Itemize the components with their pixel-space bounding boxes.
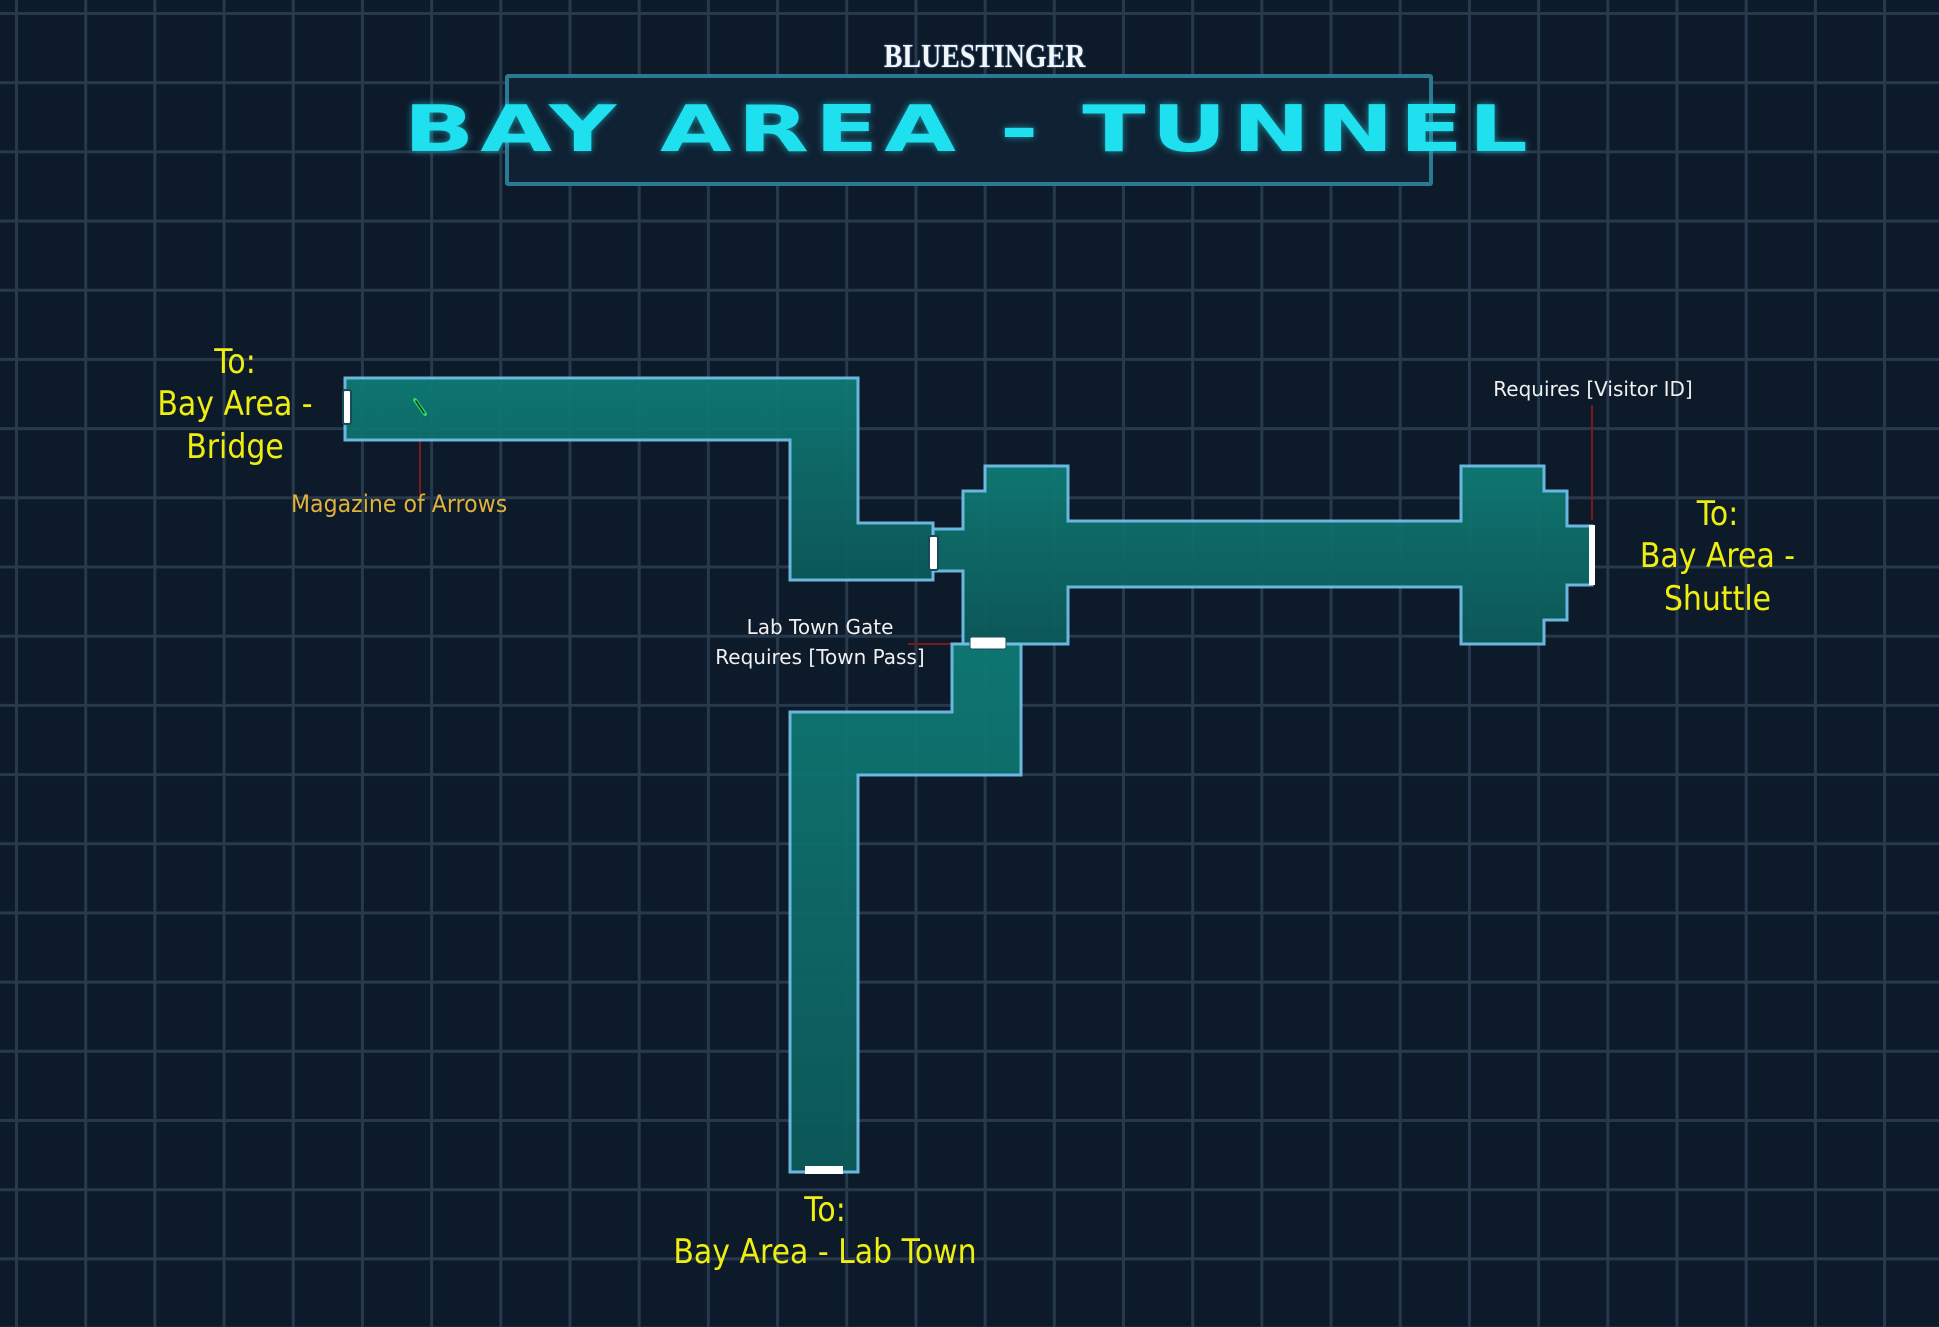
destination-shuttle-line1: To: <box>1696 494 1739 534</box>
door-bridge[interactable] <box>342 389 352 425</box>
door-lab-town-gate[interactable] <box>969 636 1007 650</box>
destination-shuttle-line2: Bay Area - <box>1639 536 1796 576</box>
destination-bridge-line3: Bridge <box>186 427 284 467</box>
destination-bridge-label: To: Bay Area - Bridge <box>151 340 318 471</box>
lab-town-gate-note: Lab Town Gate Requires [Town Pass] <box>700 612 940 672</box>
door-shuttle[interactable] <box>1589 525 1595 585</box>
destination-lab-town-line2: Bay Area - Lab Town <box>673 1232 977 1272</box>
door-lab-town[interactable] <box>805 1166 843 1174</box>
title-banner: BAY AREA - TUNNEL <box>404 74 1528 186</box>
tunnel-room-south-corridor <box>788 642 1023 1174</box>
destination-bridge-line2: Bay Area - <box>157 384 313 424</box>
item-marker-core <box>415 400 425 414</box>
destination-shuttle-label: To: Bay Area - Shuttle <box>1636 492 1799 623</box>
visitor-id-note: Requires [Visitor ID] <box>1493 377 1693 401</box>
door-hub-west[interactable] <box>928 535 939 571</box>
logo-text: BLUESTINGER <box>883 38 1086 75</box>
destination-shuttle-line3: Shuttle <box>1663 579 1772 619</box>
destination-bridge-line1: To: <box>214 342 256 382</box>
lab-town-gate-line1: Lab Town Gate <box>746 615 894 639</box>
destination-lab-town-line1: To: <box>804 1190 846 1230</box>
destination-lab-town-label: To: Bay Area - Lab Town <box>662 1188 988 1271</box>
item-note-magazine: Magazine of Arrows <box>291 490 508 518</box>
blue-stinger-logo: BLUESTINGER <box>865 38 1086 98</box>
tunnel-room-central-hub <box>931 464 1594 646</box>
page-title: BAY AREA - TUNNEL <box>404 93 1534 167</box>
lab-town-gate-line2: Requires [Town Pass] <box>715 645 925 669</box>
tunnel-room-west-corridor <box>343 376 935 582</box>
